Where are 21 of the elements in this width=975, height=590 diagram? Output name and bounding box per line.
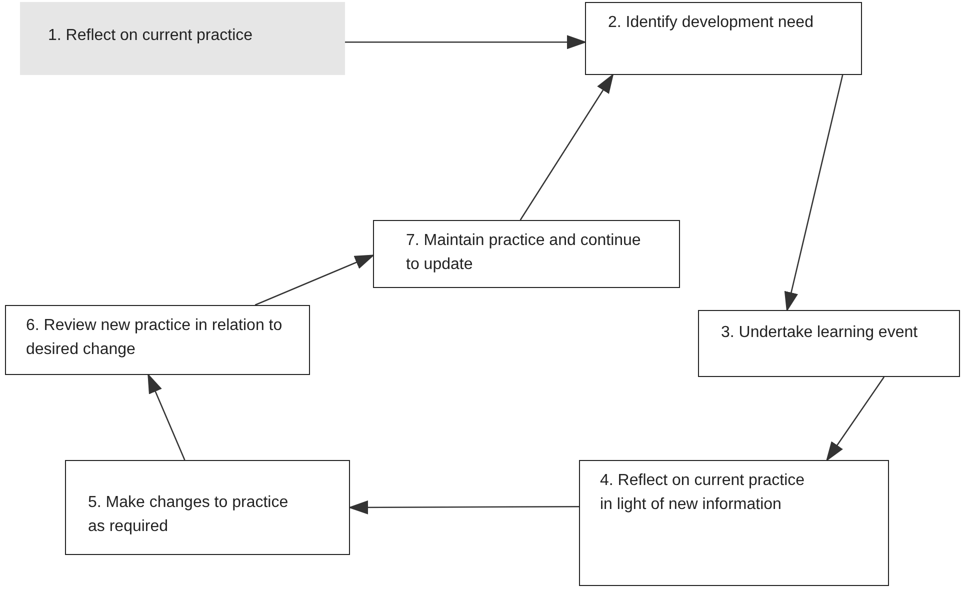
process-box (5, 305, 310, 375)
process-box (65, 460, 350, 555)
step-text: 2. Identify development need (608, 13, 814, 33)
process-box (579, 460, 889, 586)
arrow (826, 376, 885, 462)
shaded-box (20, 2, 345, 75)
step-text: 1. Reflect on current practice (48, 26, 254, 46)
step-text: 4. Reflect on current practice in light of new information (600, 471, 806, 515)
step-text: 5. Make changes to practice as required (88, 493, 290, 537)
process-box (585, 2, 862, 75)
step-text: 3. Undertake learning event (721, 323, 919, 343)
step-text: 6. Review new practice in relation to desired change (26, 316, 284, 360)
process-box (373, 220, 680, 288)
arrow (784, 74, 844, 312)
arrow (254, 254, 375, 306)
arrow (520, 73, 614, 220)
process-box (698, 310, 960, 377)
step-text: 7. Maintain practice and continue to update (406, 231, 642, 275)
arrow (345, 35, 587, 50)
arrow (148, 373, 186, 460)
arrow (348, 500, 579, 514)
